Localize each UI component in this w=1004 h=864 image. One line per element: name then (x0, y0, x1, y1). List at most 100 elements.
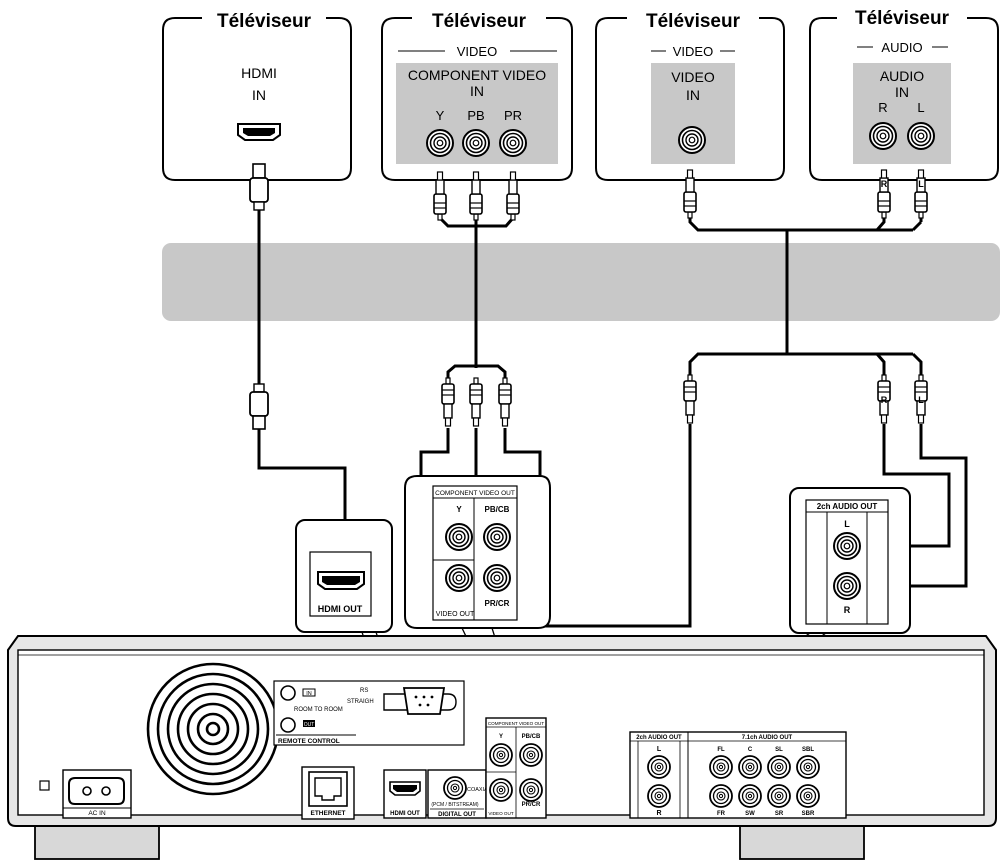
y-out-jack (445, 523, 473, 551)
tv-hdmi-panel: Téléviseur HDMI IN (162, 11, 352, 181)
ch-sw: SW (745, 811, 755, 817)
hdmi-plug-bottom (249, 383, 269, 430)
video-out-label: VIDEO OUT (436, 611, 475, 618)
tv-audio-plate (853, 63, 951, 164)
player-rear-panel: AC IN IN OUT ROOM TO ROOM REMOTE CONTROL… (7, 635, 997, 860)
tv-video-panel: Téléviseur VIDEO VIDEO IN (595, 11, 785, 181)
component-video-in-line1: COMPONENT VIDEO (408, 67, 546, 83)
hdmi-port-icon (237, 123, 281, 141)
hdmi-port-icon (317, 571, 365, 590)
audio-r-jack (833, 572, 861, 600)
chassis-2ch-label: 2ch AUDIO OUT (636, 735, 682, 741)
audio-in-line2: IN (895, 84, 909, 100)
tv-title: Téléviseur (432, 11, 527, 32)
coaxial-label: COAXIAL (467, 787, 491, 793)
chassis-component-out: COMPONENT VIDEO OUT Y PB/CB PR/CR VIDEO … (485, 717, 547, 819)
video-group-label: VIDEO (673, 44, 713, 59)
chassis-comp-y: Y (499, 734, 503, 740)
plug-l-label: L (918, 179, 924, 189)
callout-2ch-audio: 2ch AUDIO OUT L R (789, 487, 911, 634)
audio-r-label: R (844, 605, 851, 615)
jack-label-y: Y (436, 108, 445, 123)
chassis-comp-pb: PB/CB (522, 734, 541, 740)
callout-hdmi-out: HDMI OUT (295, 519, 393, 633)
digital-out-label: DIGITAL OUT (438, 812, 476, 818)
ch-sbl: SBL (802, 747, 814, 753)
hdmi-plug-top (249, 163, 269, 211)
tv-y-jack (426, 129, 454, 157)
video-in-line1: VIDEO (671, 69, 715, 85)
audio-in-line1: AUDIO (880, 68, 924, 84)
callout-component-out: COMPONENT VIDEO OUT Y PB/CB PR/CR VIDEO … (404, 475, 551, 629)
rs232-label: RS (360, 688, 368, 694)
ch-fl: FL (717, 747, 725, 753)
comp-pr-label: PR/CR (485, 599, 510, 608)
ac-in-label: AC IN (88, 810, 106, 817)
tv-video-jack (678, 126, 706, 154)
hdmi-in-label-line2: IN (252, 87, 266, 103)
chassis-comp-pr: PR/CR (522, 802, 541, 808)
ch-c: C (748, 747, 753, 753)
tv-title: Téléviseur (855, 8, 950, 29)
jack-label-l: L (917, 100, 924, 115)
video-in-line2: IN (686, 87, 700, 103)
plug-r-label: R (881, 395, 888, 405)
remote-control-block: IN OUT ROOM TO ROOM REMOTE CONTROL RS ST… (273, 680, 465, 746)
audio-plugs-top: R L (877, 169, 928, 219)
tv-audio-panel: Téléviseur AUDIO AUDIO IN R L (809, 8, 999, 181)
hdmi-out-label: HDMI OUT (318, 604, 363, 614)
room-in-label: IN (306, 691, 312, 697)
tv-audio-l-jack (907, 122, 935, 150)
chassis-hdmi-out: HDMI OUT (383, 769, 427, 819)
room-to-room-label: ROOM TO ROOM (294, 707, 343, 713)
component-video-in-line2: IN (470, 83, 484, 99)
audio-l-jack (833, 532, 861, 560)
tv-pb-jack (462, 129, 490, 157)
ac-inlet: AC IN (62, 769, 132, 819)
jack-label-pr: PR (504, 108, 522, 123)
audio-l-label: L (844, 519, 850, 529)
ch-sbr: SBR (802, 811, 815, 817)
chassis-component-label: COMPONENT VIDEO OUT (488, 721, 545, 726)
remote-control-label: REMOTE CONTROL (278, 738, 340, 745)
jack-label-pb: PB (467, 108, 484, 123)
straight-cable-label: STRAIGH (347, 699, 374, 705)
chassis-audio-block: 2ch AUDIO OUT 7.1ch AUDIO OUT L R FL C S… (629, 731, 847, 819)
video-group-label: VIDEO (457, 44, 497, 59)
plug-r-label: R (881, 179, 888, 189)
tv-audio-r-jack (869, 122, 897, 150)
ethernet-label: ETHERNET (310, 810, 345, 817)
comp-y-label: Y (456, 505, 462, 514)
ch-fr: FR (717, 811, 726, 817)
digital-out-block: COAXIAL (PCM / BITSTREAM) DIGITAL OUT (427, 769, 491, 819)
audio-plugs-bottom: R L (877, 374, 928, 424)
audio-group-label: AUDIO (881, 40, 922, 55)
ground-mark (39, 780, 50, 791)
ch-sl: SL (775, 747, 783, 753)
grey-band (162, 243, 1000, 321)
tv-title: Téléviseur (646, 11, 741, 32)
ch-sr: SR (775, 811, 784, 817)
tv-component-panel: Téléviseur VIDEO COMPONENT VIDEO IN Y PB… (381, 11, 573, 181)
chassis-video-out-label: VIDEO OUT (488, 811, 513, 816)
ethernet-port: ETHERNET (301, 766, 355, 820)
hdmi-in-label-line1: HDMI (241, 65, 277, 81)
pcm-bitstream-label: (PCM / BITSTREAM) (431, 802, 479, 808)
chassis-audio-l: L (657, 746, 662, 753)
video-out-jack (445, 564, 473, 592)
room-out-label: OUT (304, 722, 315, 728)
pr-out-jack (483, 564, 511, 592)
foot-right (739, 824, 865, 860)
video-plug-bottom (683, 374, 697, 424)
jack-label-r: R (878, 100, 887, 115)
chassis-audio-r: R (656, 810, 661, 817)
tv-title: Téléviseur (217, 11, 312, 32)
foot-left (34, 824, 160, 860)
plug-l-label: L (918, 395, 924, 405)
chassis-71ch-label: 7.1ch AUDIO OUT (742, 735, 793, 741)
tv-pr-jack (499, 129, 527, 157)
comp-pb-label: PB/CB (485, 505, 510, 514)
pb-out-jack (483, 523, 511, 551)
component-video-out-label: COMPONENT VIDEO OUT (435, 490, 515, 497)
